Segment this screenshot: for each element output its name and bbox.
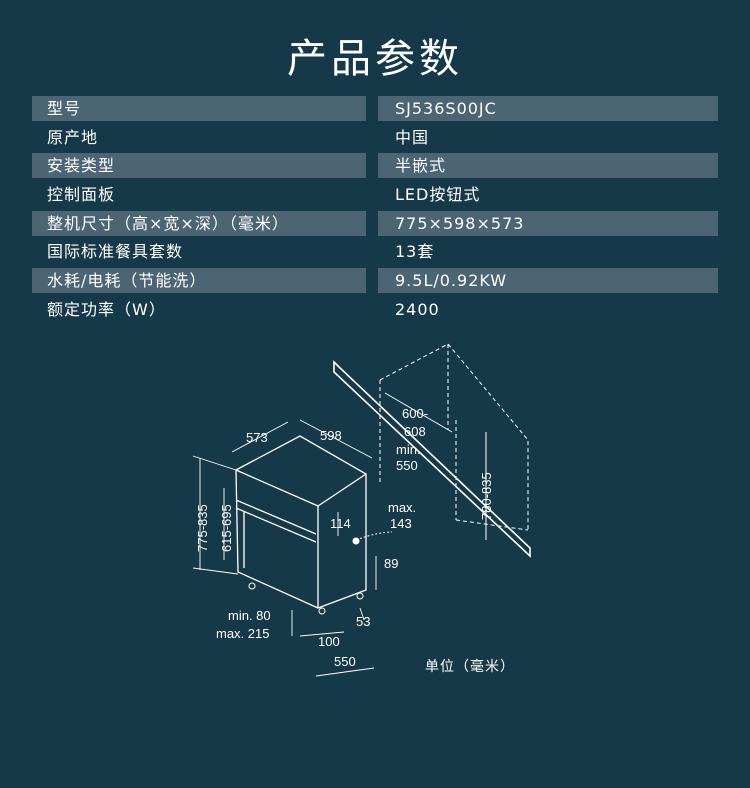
spec-value: 半嵌式 bbox=[378, 153, 718, 179]
dim-niche-height: 780-835 bbox=[479, 472, 494, 520]
spec-label: 原产地 bbox=[47, 127, 99, 147]
foot bbox=[318, 607, 326, 615]
spec-label: 额定功率（W） bbox=[47, 299, 166, 319]
dim-niche-depth-1: 600- bbox=[402, 406, 428, 421]
spec-value: 2400 bbox=[395, 299, 440, 319]
spec-row: 国际标准餐具套数 13套 bbox=[32, 237, 718, 266]
page-title: 产品参数 bbox=[287, 36, 463, 82]
spec-label: 安装类型 bbox=[32, 153, 366, 179]
spec-value: 775×598×573 bbox=[378, 210, 718, 236]
spec-value: LED按钮式 bbox=[395, 185, 481, 205]
dim-89-label: 89 bbox=[384, 556, 398, 571]
spec-table: 型号 SJ536S00JC 原产地 中国 安装类型 半嵌式 控制面板 LED按钮… bbox=[32, 94, 718, 324]
niche-depth-dim bbox=[384, 392, 453, 433]
dim-height-total: 775-835 bbox=[195, 504, 210, 552]
dim-100-label: 100 bbox=[318, 634, 340, 649]
spec-row: 额定功率（W） 2400 bbox=[32, 295, 718, 324]
hose-point bbox=[352, 537, 360, 545]
spec-row: 控制面板 LED按钮式 bbox=[32, 180, 718, 209]
niche-outline bbox=[379, 343, 529, 531]
dim-114-label: 114 bbox=[330, 516, 351, 531]
dim-foot-min: min. 80 bbox=[228, 608, 271, 623]
dishwasher-body bbox=[235, 435, 367, 609]
spec-row: 安装类型 半嵌式 bbox=[32, 151, 718, 180]
foot bbox=[356, 592, 364, 600]
hose-connection bbox=[355, 531, 393, 541]
spec-label: 型号 bbox=[32, 96, 366, 121]
spec-row: 整机尺寸（高×宽×深）（毫米） 775×598×573 bbox=[32, 209, 718, 238]
counter-top bbox=[333, 360, 531, 558]
dim-max-value: 143 bbox=[390, 516, 412, 531]
dim-width-label: 598 bbox=[320, 428, 342, 443]
spec-label: 水耗/电耗（节能洗） bbox=[32, 268, 366, 294]
spec-value: 中国 bbox=[395, 127, 430, 147]
dim-niche-depth-2: 608 bbox=[404, 424, 426, 439]
spec-label: 整机尺寸（高×宽×深）（毫米） bbox=[32, 210, 366, 236]
spec-row: 型号 SJ536S00JC bbox=[32, 94, 718, 123]
dim-550-label: 550 bbox=[334, 654, 356, 669]
foot bbox=[248, 582, 256, 590]
dim-min-label: min. bbox=[396, 442, 421, 457]
unit-note: 单位（毫米） bbox=[425, 659, 515, 675]
dim-max-label: max. bbox=[388, 500, 416, 515]
spec-row: 原产地 中国 bbox=[32, 123, 718, 152]
dim-foot-max: max. 215 bbox=[216, 626, 269, 641]
dim-min-value: 550 bbox=[396, 458, 418, 473]
dim-height-body: 615-695 bbox=[219, 504, 234, 552]
dimension-lines bbox=[192, 419, 377, 677]
installation-diagram: 573 598 600- 608 min. 550 775-835 615-69… bbox=[180, 340, 560, 690]
spec-value: SJ536S00JC bbox=[378, 96, 718, 121]
installation-drawing: 573 598 600- 608 min. 550 775-835 615-69… bbox=[192, 343, 531, 677]
spec-value: 9.5L/0.92KW bbox=[378, 268, 718, 294]
spec-label: 国际标准餐具套数 bbox=[47, 242, 184, 262]
dim-depth-label: 573 bbox=[246, 430, 268, 445]
dim-53-label: 53 bbox=[356, 614, 370, 629]
spec-value: 13套 bbox=[395, 242, 435, 262]
spec-row: 水耗/电耗（节能洗） 9.5L/0.92KW bbox=[32, 266, 718, 295]
spec-label: 控制面板 bbox=[47, 185, 116, 205]
